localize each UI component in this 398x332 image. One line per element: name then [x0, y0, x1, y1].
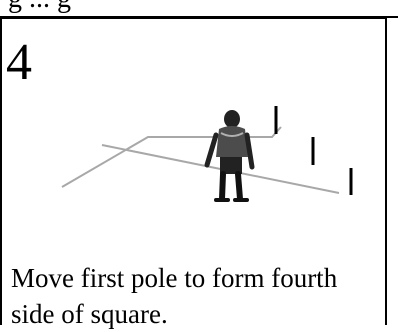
step-caption: Move first pole to form fourth side of s… [11, 263, 338, 329]
instruction-panel: 4 Move first pole to form fourth side of… [0, 17, 387, 329]
guide-lines [61, 126, 340, 194]
cropped-header-fragment: g ... g [8, 0, 71, 13]
poles [274, 106, 353, 195]
pole-setup-illustration [61, 106, 353, 202]
person-bending-poles-icon [204, 110, 255, 202]
cropped-header-text: g ... g [0, 0, 398, 16]
step-number: 4 [6, 34, 32, 91]
